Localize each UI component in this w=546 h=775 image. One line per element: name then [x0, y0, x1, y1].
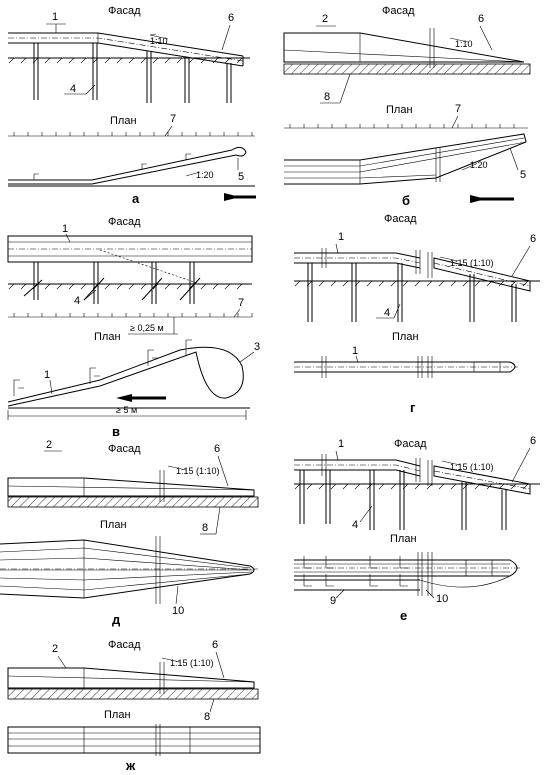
- posts: [307, 263, 517, 322]
- facade-heading: Фасад: [108, 5, 141, 17]
- posts: [33, 43, 232, 103]
- facade-heading: Фасад: [108, 443, 141, 455]
- slope-label: 1:20: [470, 160, 488, 170]
- base-slab: [283, 63, 531, 75]
- figure-letter: ж: [125, 758, 136, 773]
- end-block: [7, 477, 255, 497]
- callout-1: 1: [44, 369, 50, 381]
- figure-letter: в: [112, 424, 120, 439]
- plan-heading: План: [392, 331, 419, 343]
- gap-dimension: ≥ 0,25 м: [130, 323, 164, 333]
- sloped-beam: [433, 465, 531, 495]
- callout-1: 1: [352, 345, 358, 357]
- plan-beam: [8, 149, 237, 185]
- slope-label: 1:15 (1:10): [450, 462, 494, 472]
- callout-5: 5: [520, 169, 526, 181]
- facade-heading: Фасад: [394, 438, 427, 450]
- panel-v: Фасад 1 4 7 План ≥ 0,25 м 1 3: [7, 216, 260, 439]
- callout-4: 4: [70, 83, 76, 95]
- panel-g: Фасад 1:15 (1:10) 1 6 4 План 1 г: [294, 213, 540, 415]
- slope-label: 1:10: [150, 36, 168, 46]
- barrier-beam: [294, 459, 421, 477]
- plan-beam: [294, 361, 516, 373]
- panel-a: Фасад 1:10 1 6 4 План 7: [8, 5, 256, 206]
- callout-3: 3: [254, 341, 260, 353]
- figure-letter: б: [402, 193, 410, 208]
- figure-letter: е: [400, 608, 407, 623]
- callout-4: 4: [74, 295, 80, 307]
- slope-label: 1:15 (1:10): [176, 466, 220, 476]
- callout-4: 4: [384, 307, 390, 319]
- figure-letter: а: [132, 191, 140, 206]
- panel-b: Фасад 1:10 2 6 8 План 7 1:20 5 б: [283, 5, 531, 208]
- slope-label: 1:15 (1:10): [170, 658, 214, 668]
- callout-6: 6: [214, 443, 220, 455]
- callout-6: 6: [212, 639, 218, 651]
- slope-label: 1:10: [455, 39, 473, 49]
- facade-heading: Фасад: [384, 213, 417, 225]
- barrier-beam: [294, 252, 421, 269]
- callout-2: 2: [322, 13, 328, 25]
- posts: [299, 470, 507, 530]
- end-block: [283, 32, 525, 63]
- callout-2: 2: [46, 439, 52, 451]
- callout-8: 8: [202, 522, 208, 534]
- plan-heading: План: [94, 331, 121, 343]
- slope-label: 1:15 (1:10): [450, 258, 494, 268]
- callout-6: 6: [530, 233, 536, 245]
- facade-heading: Фасад: [108, 639, 141, 651]
- plan-heading: План: [100, 519, 127, 531]
- callout-8: 8: [324, 91, 330, 103]
- callout-7: 7: [238, 297, 244, 309]
- slope-label: 1:20: [196, 170, 214, 180]
- u-turn-terminal: [7, 346, 244, 407]
- base-slab: [7, 496, 259, 508]
- callout-6: 6: [228, 12, 234, 24]
- callout-10: 10: [436, 593, 448, 605]
- panel-d: Фасад 1:15 (1:10) 2 6 8 План 10 д: [0, 439, 259, 627]
- callout-6: 6: [478, 13, 484, 25]
- base-slab: [7, 688, 259, 700]
- callout-1: 1: [52, 11, 58, 23]
- callout-7: 7: [455, 103, 461, 115]
- figure-letter: г: [410, 400, 416, 415]
- plan-block: [7, 726, 261, 754]
- callout-8: 8: [204, 711, 210, 723]
- traffic-arrow: [116, 394, 132, 402]
- callout-1: 1: [338, 231, 344, 243]
- length-dimension-line: [7, 410, 247, 420]
- facade-heading: Фасад: [108, 216, 141, 228]
- callout-10: 10: [172, 605, 184, 617]
- posts: [23, 262, 201, 304]
- callout-9: 9: [330, 595, 336, 607]
- panel-zh: Фасад 1:15 (1:10) 2 6 План 8 ж: [7, 639, 261, 773]
- figure-letter: д: [112, 612, 121, 627]
- sloped-beam: [433, 257, 531, 292]
- callout-5: 5: [238, 171, 244, 183]
- ground-hatch: [8, 57, 243, 64]
- callout-6: 6: [530, 435, 536, 447]
- end-block: [7, 667, 255, 689]
- callout-1: 1: [62, 223, 68, 235]
- callout-2: 2: [52, 643, 58, 655]
- facade-heading: Фасад: [382, 5, 415, 17]
- callout-1: 1: [338, 438, 344, 450]
- plan-heading: План: [390, 533, 417, 545]
- length-dimension: ≥ 5 м: [116, 405, 137, 415]
- panel-e: Фасад 1:15 (1:10) 1 6 4 План 9 10: [294, 435, 540, 623]
- plan-heading: План: [386, 104, 413, 116]
- callout-7: 7: [170, 113, 176, 125]
- plan-heading: План: [110, 115, 137, 127]
- callout-4: 4: [352, 519, 358, 531]
- plan-heading: План: [104, 709, 131, 721]
